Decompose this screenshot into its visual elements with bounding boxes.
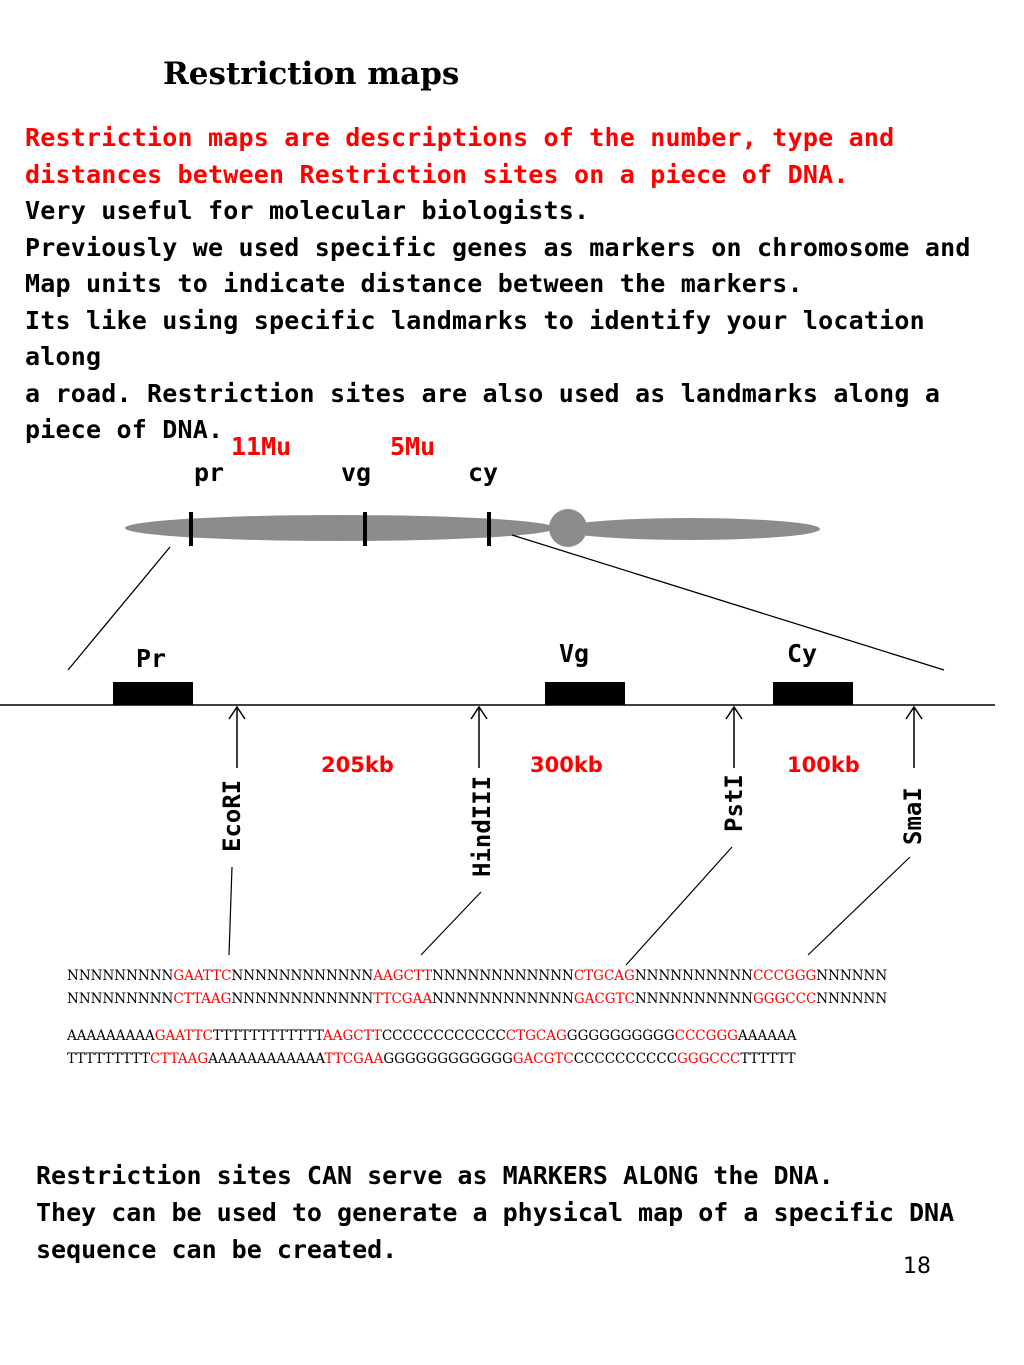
leader-line-ecori xyxy=(228,866,233,956)
closing-text: Restriction sites CAN serve as MARKERS A… xyxy=(36,1157,1016,1268)
enzyme-label-hindiii: HindIII xyxy=(468,776,496,877)
gene-label-cy: Cy xyxy=(787,639,817,668)
zoom-line-left xyxy=(67,546,171,671)
sequence-segment: TTTTTTTTTTTT xyxy=(212,1028,323,1044)
restriction-site: GGGCCC xyxy=(752,991,817,1007)
gene-label-vg: Vg xyxy=(559,639,589,668)
restriction-site: CCCGGG xyxy=(752,968,817,984)
chromosome-arm-right xyxy=(560,518,820,540)
enzyme-label-smai: SmaI xyxy=(899,787,927,845)
gene-marker-vg: vg xyxy=(341,458,371,487)
gene-marker-pr: pr xyxy=(194,458,224,487)
chromosome xyxy=(125,509,820,547)
sequence-segment: NNNNNNNNNN xyxy=(634,991,753,1007)
gene-block-pr xyxy=(113,682,193,705)
restriction-site: GAATTC xyxy=(154,1028,213,1044)
sequence-segment: TTTTTT xyxy=(740,1051,796,1067)
restriction-site: GAATTC xyxy=(173,968,232,984)
page-title: Restriction maps xyxy=(163,56,460,92)
sequence-line: NNNNNNNNNCTTAAGNNNNNNNNNNNNTTCGAANNNNNNN… xyxy=(67,988,887,1011)
intro-line: Previously we used specific genes as mar… xyxy=(25,232,971,262)
arrow-smai xyxy=(905,705,923,768)
restriction-site: CTGCAG xyxy=(573,968,635,984)
sequence-segment: CCCCCCCCCCCC xyxy=(381,1028,506,1044)
intro-text: Restriction maps are descriptions of the… xyxy=(25,120,1015,449)
intro-line: Very useful for molecular biologists. xyxy=(25,196,590,225)
dna-sequences: NNNNNNNNNGAATTCNNNNNNNNNNNNAAGCTTNNNNNNN… xyxy=(67,965,887,1071)
gene-block-cy xyxy=(773,682,853,705)
intro-line: Its like using specific landmarks to ide… xyxy=(25,305,925,372)
distance-label-205kb: 205kb xyxy=(321,753,394,777)
distance-label-100kb: 100kb xyxy=(787,753,860,777)
sequence-segment: NNNNNNNNNNNN xyxy=(231,968,374,984)
restriction-site: CTTAAG xyxy=(173,991,232,1007)
leader-line-hindiii xyxy=(420,891,482,956)
sequence-segment: NNNNNNNNNN xyxy=(634,968,753,984)
restriction-site: CTGCAG xyxy=(505,1028,567,1044)
gene-block-vg xyxy=(545,682,625,705)
sequence-segment: AAAAAAAAA xyxy=(67,1028,155,1044)
arrow-ecori xyxy=(228,705,246,768)
enzyme-label-ecori: EcoRI xyxy=(218,780,246,852)
closing-line: They can be used to generate a physical … xyxy=(36,1198,955,1227)
enzyme-label-psti: PstI xyxy=(720,774,748,832)
intro-line: distances between Restriction sites on a… xyxy=(25,159,849,189)
sequence-segment: NNNNNNNNNNNN xyxy=(432,968,574,984)
arrow-psti xyxy=(725,705,743,768)
sequence-segment: NNNNNNNNN xyxy=(67,991,174,1007)
distance-label-11mu: 11Mu xyxy=(231,432,291,461)
leader-line-smai xyxy=(807,856,911,956)
restriction-site: CTTAAG xyxy=(150,1051,209,1067)
intro-line: Map units to indicate distance between t… xyxy=(25,269,803,298)
intro-line: a road. Restriction sites are also used … xyxy=(25,378,941,408)
distance-label-5mu: 5Mu xyxy=(390,432,435,461)
sequence-gap xyxy=(67,1011,887,1025)
sequence-segment: NNNNNNNNN xyxy=(67,968,174,984)
sequence-segment: CCCCCCCCCC xyxy=(573,1051,678,1067)
centromere xyxy=(549,509,587,547)
restriction-site: GACGTC xyxy=(573,991,635,1007)
intro-line: Restriction maps are descriptions of the… xyxy=(25,123,895,152)
leader-line-psti xyxy=(625,846,733,966)
sequence-segment: AAAAAAAAAAAA xyxy=(208,1051,325,1067)
sequence-segment: NNNNNN xyxy=(816,968,888,984)
sequence-line: AAAAAAAAAGAATTCTTTTTTTTTTTTAAGCTTCCCCCCC… xyxy=(67,1025,887,1048)
distance-label-300kb: 300kb xyxy=(530,753,603,777)
restriction-site: GACGTC xyxy=(512,1051,574,1067)
restriction-site: TTCGAA xyxy=(324,1051,384,1067)
restriction-site: AAGCTT xyxy=(322,1028,382,1044)
sequence-segment: GGGGGGGGGG xyxy=(566,1028,675,1044)
sequence-line: NNNNNNNNNGAATTCNNNNNNNNNNNNAAGCTTNNNNNNN… xyxy=(67,965,887,988)
sequence-segment: NNNNNNNNNNNN xyxy=(231,991,374,1007)
gene-marker-cy: cy xyxy=(468,458,498,487)
restriction-site: AAGCTT xyxy=(373,968,433,984)
sequence-segment: TTTTTTTTT xyxy=(67,1051,151,1067)
closing-line: sequence can be created. xyxy=(36,1235,398,1264)
restriction-site: GGGCCC xyxy=(677,1051,741,1067)
restriction-site: TTCGAA xyxy=(373,991,433,1007)
page-number: 18 xyxy=(903,1254,931,1279)
arrow-hindiii xyxy=(470,705,488,768)
sequence-segment: GGGGGGGGGGGG xyxy=(383,1051,513,1067)
restriction-site: CCCGGG xyxy=(674,1028,738,1044)
intro-line: piece of DNA. xyxy=(25,415,224,444)
chromosome-arm-left xyxy=(125,515,555,541)
sequence-line: TTTTTTTTTCTTAAGAAAAAAAAAAAATTCGAAGGGGGGG… xyxy=(67,1048,887,1071)
sequence-segment: AAAAAA xyxy=(737,1028,797,1044)
closing-line: Restriction sites CAN serve as MARKERS A… xyxy=(36,1161,834,1190)
zoom-line-right xyxy=(511,534,945,671)
sequence-segment: NNNNNN xyxy=(816,991,888,1007)
gene-label-pr: Pr xyxy=(136,644,166,673)
sequence-segment: NNNNNNNNNNNN xyxy=(432,991,574,1007)
